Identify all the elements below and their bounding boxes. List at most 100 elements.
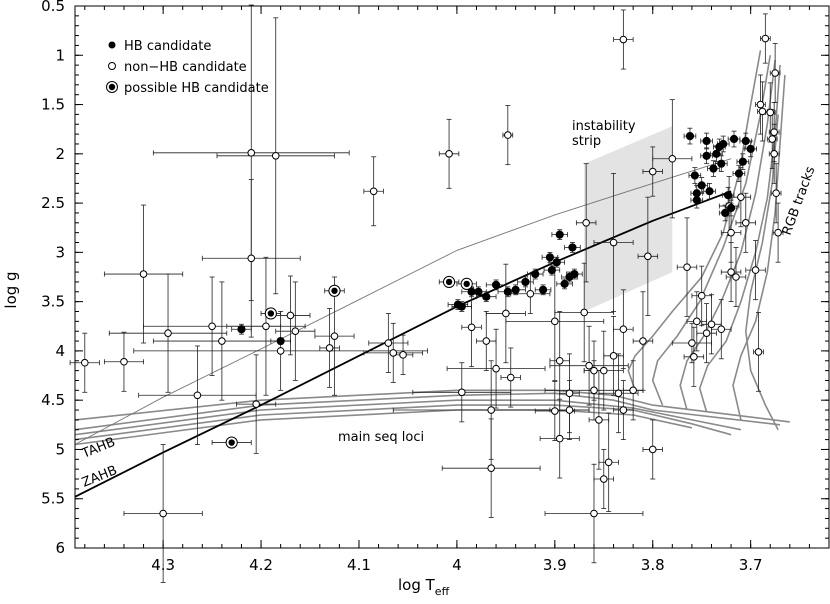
non-hb-point-86 — [599, 475, 608, 483]
y-axis-label: log g — [2, 271, 20, 308]
non-hb-point-58 — [690, 353, 698, 361]
legend-label-possible-hb: possible HB candidate — [124, 81, 269, 96]
model-curves-layer — [74, 50, 790, 498]
non-hb-point-77 — [774, 228, 782, 237]
non-hb-point-54 — [648, 167, 657, 176]
non-hb-point-44 — [599, 366, 608, 375]
non-hb-point-24 — [457, 388, 466, 397]
hb-point-21 — [570, 269, 579, 279]
non-hb-point-57 — [688, 339, 696, 347]
hb-point-10 — [511, 285, 520, 294]
non-hb-point-17 — [325, 344, 334, 352]
y-tick-label-2.5: 2.5 — [41, 194, 65, 212]
non-hb-point-14 — [276, 347, 285, 355]
y-tick-label-5: 5 — [55, 440, 65, 458]
non-hb-point-45 — [604, 458, 613, 467]
non-hb-point-48 — [619, 325, 628, 334]
legend-label-non-hb: non−HB candidate — [124, 60, 247, 75]
rgb-track-3 — [679, 60, 776, 411]
non-hb-point-22 — [399, 351, 407, 359]
x-tick-label-3.9: 3.9 — [543, 556, 567, 574]
legend: HB candidate non−HB candidate possible H… — [106, 39, 269, 96]
hb-point-17 — [555, 230, 564, 239]
non-hb-point-21 — [389, 349, 398, 357]
y-tick-label-1: 1 — [55, 46, 65, 64]
non-hb-point-53 — [648, 445, 657, 454]
non-hb-point-65 — [727, 228, 735, 237]
non-hb-point-50 — [629, 386, 637, 395]
hb-point-13 — [538, 285, 548, 294]
hb-point-41 — [746, 144, 755, 153]
rgb-track-6 — [744, 114, 779, 431]
legend-marker-non-hb — [108, 62, 116, 70]
rgb-track-2 — [651, 55, 771, 406]
hb-point-14 — [545, 253, 555, 262]
non-hb-point-42 — [590, 509, 598, 518]
non-hb-point-43 — [595, 416, 603, 424]
hb-point-7 — [482, 292, 491, 301]
zahb-line — [74, 190, 732, 498]
non-hb-point-49 — [609, 238, 618, 247]
non-hb-point-60 — [697, 291, 706, 300]
y-tick-label-6: 6 — [55, 539, 65, 557]
non-hb-point-9 — [247, 149, 256, 157]
non-hb-point-61 — [702, 329, 711, 337]
non-hb-point-66 — [732, 273, 740, 281]
non-hb-point-10 — [247, 254, 256, 263]
hb-point-15 — [547, 266, 556, 275]
annotation-instability-line1: instability — [572, 119, 636, 134]
non-hb-point-15 — [286, 311, 295, 320]
non-hb-point-18 — [330, 332, 339, 340]
non-hb-point-55 — [668, 154, 677, 163]
legend-marker-hb — [108, 41, 116, 49]
annotation-rgb-tracks: RGB tracks — [780, 164, 819, 237]
non-hb-point-11 — [252, 400, 260, 408]
x-tick-label-4: 4 — [452, 556, 462, 574]
hb-point-28 — [705, 187, 714, 196]
hb-point-26 — [697, 181, 706, 190]
non-hb-point-67 — [737, 193, 745, 201]
non-hb-point-19 — [369, 187, 378, 196]
annotation-instability-line2: strip — [572, 134, 601, 149]
hb-point-32 — [717, 159, 726, 168]
possible-hb-point-5-dot — [463, 280, 470, 288]
non-hb-point-38 — [565, 389, 574, 398]
non-hb-point-12 — [262, 322, 270, 331]
possible-hb-point-2-dot — [267, 310, 275, 317]
annotation-zahb: ZAHB — [80, 463, 119, 491]
non-hb-point-72 — [761, 34, 770, 43]
possible-hb-point-3-dot — [331, 287, 338, 294]
non-hb-point-75 — [770, 128, 778, 136]
non-hb-point-56 — [683, 263, 691, 271]
x-tick-label-4.2: 4.2 — [249, 556, 273, 574]
x-tick-label-3.8: 3.8 — [641, 556, 665, 574]
y-tick-label-0.5: 0.5 — [41, 0, 65, 15]
non-hb-point-7 — [208, 322, 216, 331]
y-tick-label-4.5: 4.5 — [41, 391, 65, 409]
non-hb-point-31 — [504, 131, 512, 139]
y-tick-label-2: 2 — [55, 145, 65, 163]
hb-point-29 — [709, 164, 718, 173]
legend-label-hb: HB candidate — [124, 39, 211, 54]
hb-point-1 — [237, 325, 246, 334]
tahb-line — [74, 158, 732, 445]
hb-point-6 — [474, 287, 483, 296]
non-hb-point-32 — [506, 373, 515, 382]
non-hb-point-71 — [758, 107, 767, 116]
non-hb-point-36 — [555, 434, 564, 443]
hb-point-37 — [729, 134, 739, 144]
x-axis-label-subscript: eff — [435, 585, 450, 598]
non-hb-point-59 — [693, 317, 701, 326]
hb-point-40 — [741, 136, 750, 146]
non-hb-point-87 — [590, 386, 598, 395]
non-hb-point-23 — [445, 150, 453, 158]
hb-point-8 — [491, 280, 501, 289]
non-hb-point-20 — [384, 339, 393, 347]
hb-point-4 — [457, 302, 466, 311]
non-hb-point-79 — [770, 150, 778, 158]
data-points-layer — [80, 34, 782, 518]
hb-point-20 — [568, 243, 577, 252]
hb-point-42 — [702, 136, 711, 146]
hb-point-39 — [738, 157, 747, 166]
